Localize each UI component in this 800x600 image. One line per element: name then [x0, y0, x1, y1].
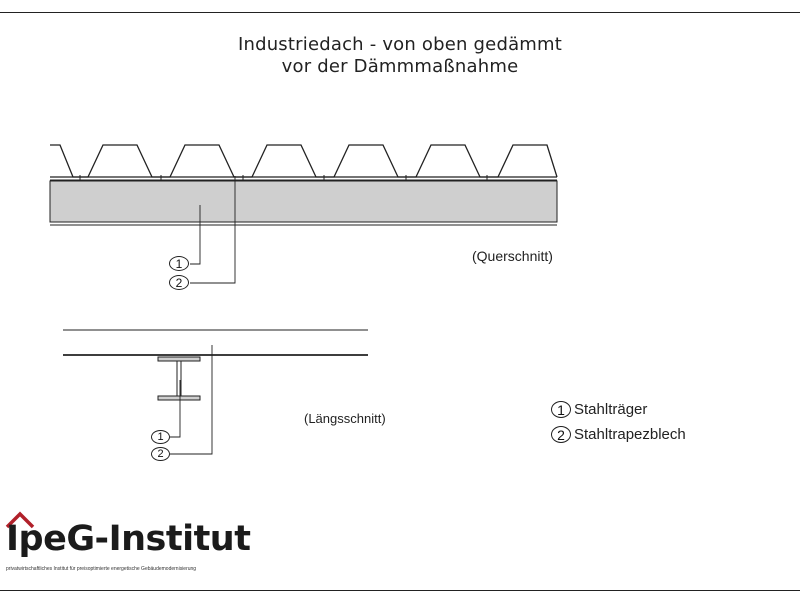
- legend-number-1: 1: [551, 401, 571, 418]
- leader-2-long: [170, 345, 213, 455]
- logo-name: IpeG-Institut: [6, 519, 251, 559]
- leader-2-cross: [190, 176, 236, 284]
- legend-item-1: 1 Stahlträger: [551, 401, 647, 418]
- drawing-title-line-2: vor der Dämmmaßnahme: [281, 56, 519, 77]
- callout-2-cross: 2: [169, 275, 189, 290]
- trapezoidal-sheet-profile: [50, 144, 558, 178]
- frame-bottom-border: [0, 590, 800, 591]
- legend-number-2: 2: [551, 426, 571, 443]
- cross-section-label: (Querschnitt): [472, 248, 553, 264]
- leader-1-cross: [190, 205, 201, 265]
- callout-2-long: 2: [151, 447, 170, 461]
- longitudinal-section-label: (Längsschnitt): [304, 411, 386, 426]
- frame-top-border: [0, 12, 800, 13]
- steel-beam-band: [49, 180, 558, 223]
- legend-text-2: Stahltrapezblech: [574, 426, 686, 443]
- longitudinal-section: [63, 329, 368, 455]
- i-beam: [157, 356, 201, 401]
- logo-roof-icon: [5, 511, 35, 529]
- legend-item-2: 2 Stahltrapezblech: [551, 426, 686, 443]
- drawing-title-line-1: Industriedach - von oben gedämmt: [237, 34, 563, 55]
- cross-section: [49, 144, 558, 284]
- callout-1-cross: 1: [169, 256, 189, 271]
- leader-1-long: [170, 380, 181, 438]
- callout-1-long: 1: [151, 430, 170, 444]
- legend-text-1: Stahlträger: [574, 401, 648, 418]
- logo-tagline: privatwirtschaftliches Institut für prei…: [6, 566, 197, 572]
